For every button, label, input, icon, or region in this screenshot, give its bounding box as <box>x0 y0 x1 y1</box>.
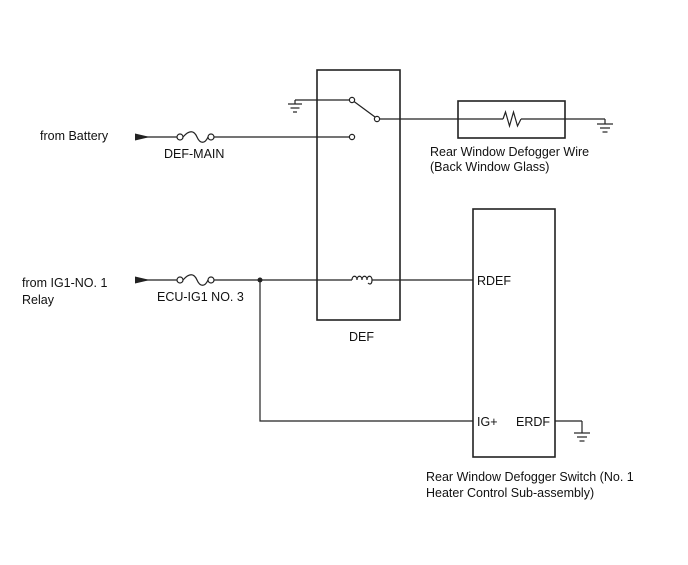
defogger-wire-label: Rear Window Defogger Wire <box>430 145 589 159</box>
ground-icon-wire <box>597 123 613 133</box>
defogger-switch: RDEF IG+ ERDF Rear Window Defogger Switc… <box>426 208 634 500</box>
defogger-switch-box <box>472 208 556 458</box>
def-relay: DEF <box>288 69 473 344</box>
ecu-ig1-label: ECU-IG1 NO. 3 <box>157 290 244 304</box>
def-relay-box <box>316 69 401 321</box>
defogger-switch-sublabel: Heater Control Sub-assembly) <box>426 486 594 500</box>
pin-ig-label: IG+ <box>477 415 498 429</box>
relay-coil <box>351 275 373 285</box>
ecu-ig1-fuse: ECU-IG1 NO. 3 <box>157 274 352 304</box>
defogger-wire-sublabel: (Back Window Glass) <box>430 160 549 174</box>
battery-input: from Battery <box>40 129 178 143</box>
defogger-switch-label: Rear Window Defogger Switch (No. 1 <box>426 470 634 484</box>
ground-icon-relay <box>288 103 302 113</box>
def-relay-label: DEF <box>349 330 374 344</box>
resistor-icon <box>502 109 522 129</box>
input-arrow-ig1 <box>135 276 150 284</box>
from-ig1-relay-label: Relay <box>22 293 55 307</box>
def-main-fuse: DEF-MAIN <box>164 131 350 161</box>
from-battery-label: from Battery <box>40 129 109 143</box>
ig-branch <box>257 277 473 422</box>
switch-blade <box>353 101 376 118</box>
defogger-wire: Rear Window Defogger Wire (Back Window G… <box>430 100 613 174</box>
pin-erdf-label: ERDF <box>516 415 550 429</box>
from-ig1-label: from IG1-NO. 1 <box>22 276 107 290</box>
switch-common-contact <box>373 115 381 123</box>
ig1-input: from IG1-NO. 1 Relay <box>22 276 178 307</box>
def-main-label: DEF-MAIN <box>164 147 224 161</box>
pin-rdef-label: RDEF <box>477 274 511 288</box>
ground-icon-switch <box>574 432 590 442</box>
input-arrow-battery <box>135 133 150 141</box>
